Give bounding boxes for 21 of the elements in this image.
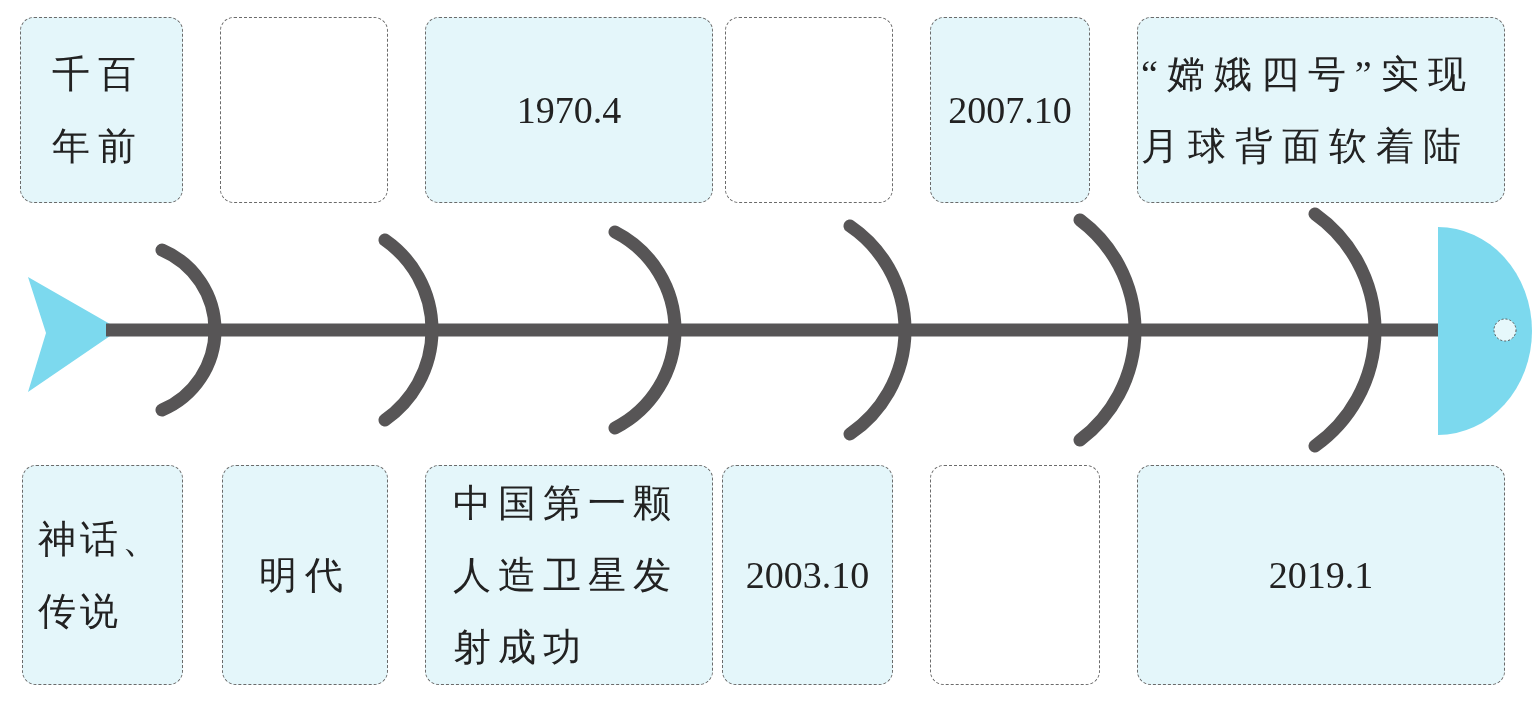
event-card xyxy=(425,465,713,685)
event-card xyxy=(930,17,1090,203)
date-text: 2003.10 xyxy=(745,553,870,598)
event-text: 中国第一颗人造卫星发射成功 xyxy=(453,481,679,670)
event-card xyxy=(722,465,893,685)
event-card xyxy=(1137,465,1505,685)
answer-box xyxy=(220,17,388,203)
date-text: 明代 xyxy=(259,553,351,598)
date-text: 千百年前 xyxy=(51,52,145,169)
date-text: 2019.1 xyxy=(1268,553,1374,598)
event-text: “嫦娥四号”实现月球背面软着陆 xyxy=(1141,52,1476,169)
date-text: 1970.4 xyxy=(516,88,622,133)
event-card xyxy=(425,17,713,203)
event-card xyxy=(222,465,388,685)
event-text: 神话、传说 xyxy=(37,517,165,634)
date-text: 2007.10 xyxy=(948,88,1072,133)
event-card xyxy=(20,17,183,203)
answer-box xyxy=(725,17,893,203)
event-card xyxy=(22,465,183,685)
answer-box xyxy=(930,465,1100,685)
event-card xyxy=(1137,17,1505,203)
